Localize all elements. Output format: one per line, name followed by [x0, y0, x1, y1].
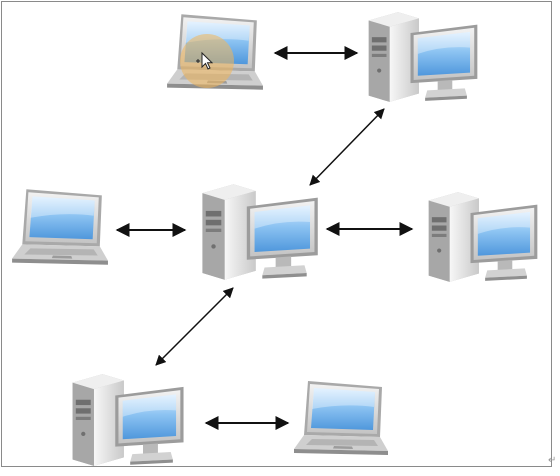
edge-desktop-center-to-desktop-bottom-left: [155, 287, 234, 366]
edges: [115, 46, 414, 430]
laptop-icon: [12, 189, 108, 265]
node-desktop-top-right[interactable]: [368, 12, 478, 102]
desktop-computer-icon: [72, 374, 184, 466]
node-laptop-mid-left[interactable]: [12, 189, 108, 265]
node-desktop-center[interactable]: [202, 184, 318, 280]
node-desktop-bottom-left[interactable]: [72, 374, 184, 466]
desktop-computer-icon: [428, 192, 538, 282]
mouse-cursor-icon: [196, 51, 214, 70]
node-laptop-bottom-right[interactable]: [294, 381, 388, 455]
laptop-icon: [294, 381, 388, 455]
node-desktop-mid-right[interactable]: [428, 192, 538, 282]
desktop-computer-icon: [202, 184, 318, 280]
edge-desktop-top-right-to-desktop-center: [309, 108, 385, 186]
node-laptop-top[interactable]: [167, 14, 263, 90]
desktop-computer-icon: [368, 12, 478, 102]
paragraph-mark: ↵: [548, 455, 557, 466]
